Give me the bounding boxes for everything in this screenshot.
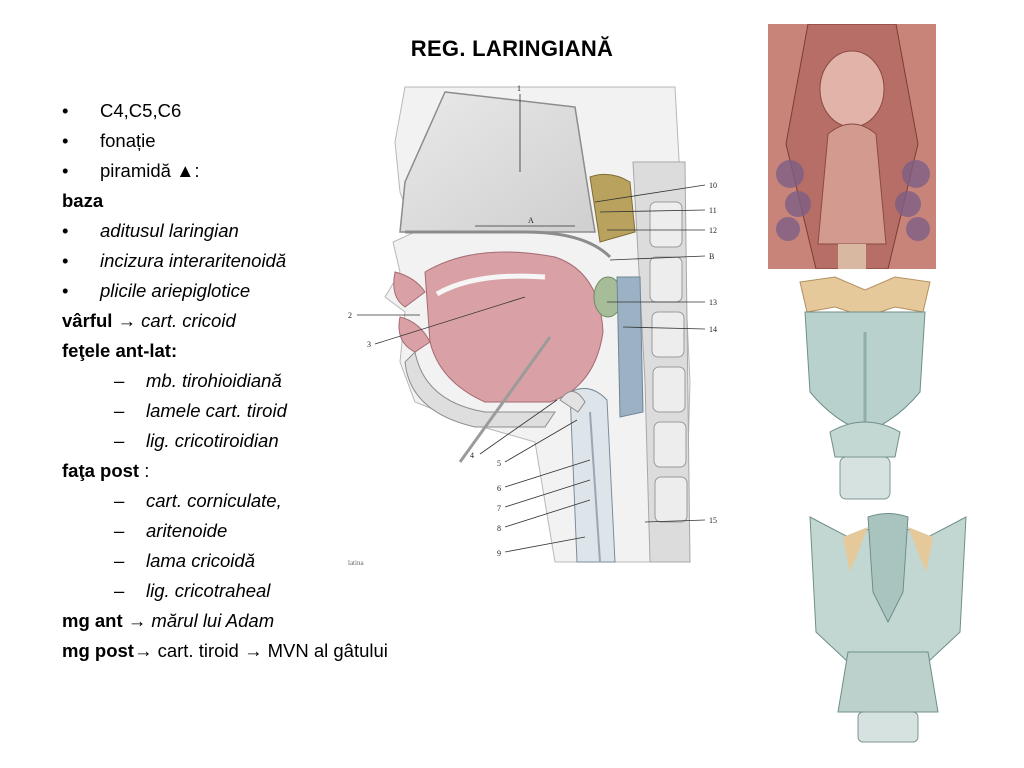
heading-fete-ant-lat: feţele ant-lat: (62, 336, 388, 366)
fata-post-suffix: : (139, 460, 150, 481)
baza-label: baza (62, 190, 104, 211)
bullet-item: • incizura interaritenoidă (62, 246, 388, 276)
figure-label: 2 (348, 311, 352, 320)
figure-label: 7 (497, 504, 501, 513)
text-list: • C4,C5,C6 • fonație • piramidă ▲: baza • ad… (62, 96, 388, 666)
bullet-item: • piramidă ▲: (62, 156, 388, 186)
arrow-icon: → (243, 640, 263, 661)
dash-text: lig. cricotraheal (146, 580, 271, 601)
mg-post-value1: cart. tiroid (157, 640, 239, 661)
bullet-text: fonație (100, 130, 156, 151)
larynx-posterior-photo (768, 24, 936, 269)
mg-post-value2: MVN al gâtului (267, 640, 388, 661)
figure-label: B (709, 252, 714, 261)
mg-ant-label: mg ant (62, 610, 123, 631)
bullet-text: incizura interaritenoidă (100, 250, 287, 271)
heading-fata-post: faţa post : (62, 456, 388, 486)
figure-label: 5 (497, 459, 501, 468)
bullet-glyph: • (62, 280, 69, 301)
figure-label: 4 (470, 451, 474, 460)
figure-label: 1 (517, 84, 521, 93)
dash-text: lig. cricotiroidian (146, 430, 279, 451)
mg-post-line: mg post→ cart. tiroid → MVN al gâtului (62, 636, 388, 666)
figure-label: 15 (709, 516, 717, 525)
bullet-glyph: • (62, 100, 69, 121)
bullet-item: • C4,C5,C6 (62, 96, 388, 126)
dash-text: mb. tirohioidiană (146, 370, 282, 391)
dash-text: aritenoide (146, 520, 228, 541)
bullet-item: • plicile ariepiglotice (62, 276, 388, 306)
bullet-glyph: • (62, 220, 69, 241)
varful-line: vârful → cart. cricoid (62, 306, 388, 336)
varful-value: cart. cricoid (141, 310, 236, 331)
dash-glyph: – (114, 520, 125, 541)
bullet-text: C4,C5,C6 (100, 100, 182, 121)
dash-item: –lig. cricotiroidian (62, 426, 388, 456)
dash-item: –lama cricoidă (62, 546, 388, 576)
dash-item: –aritenoide (62, 516, 388, 546)
figure-label: A (528, 216, 534, 225)
arrow-icon: → (133, 640, 153, 661)
dash-item: –cart. corniculate, (62, 486, 388, 516)
bullet-item: • fonație (62, 126, 388, 156)
arrow-icon: → (127, 610, 147, 631)
varful-label: vârful (62, 310, 113, 331)
bullet-text: plicile ariepiglotice (100, 280, 251, 301)
dash-text: lamele cart. tiroid (146, 400, 287, 421)
dash-text: lama cricoidă (146, 550, 255, 571)
dash-glyph: – (114, 490, 125, 511)
dash-glyph: – (114, 550, 125, 571)
figure-label: 14 (709, 325, 717, 334)
arrow-icon: → (117, 310, 137, 331)
figure-label: 6 (497, 484, 501, 493)
fete-label: feţele ant-lat: (62, 340, 178, 361)
bullet-text: aditusul laringian (100, 220, 239, 241)
figure-credit: latina (348, 559, 364, 567)
dash-glyph: – (114, 400, 125, 421)
laryngeal-cartilage-anterior (799, 276, 931, 500)
dash-item: –lamele cart. tiroid (62, 396, 388, 426)
figure-label: 8 (497, 524, 501, 533)
figure-label: 10 (709, 181, 717, 190)
mg-ant-line: mg ant → mărul lui Adam (62, 606, 388, 636)
mg-post-label: mg post (62, 640, 134, 661)
bullet-item: • aditusul laringian (62, 216, 388, 246)
heading-baza: baza (62, 186, 388, 216)
page-title: REG. LARINGIANĂ (410, 36, 614, 61)
dash-glyph: – (114, 430, 125, 451)
sagittal-section-figure: 1 10 11 12 B A 2 3 13 14 4 5 6 7 8 15 9 … (348, 84, 717, 567)
bullet-text: piramidă ▲: (100, 160, 200, 181)
mg-ant-value: mărul lui Adam (151, 610, 275, 631)
dash-item: –lig. cricotraheal (62, 576, 388, 606)
bullet-glyph: • (62, 250, 69, 271)
figure-label: 11 (709, 206, 717, 215)
figure-label: 12 (709, 226, 717, 235)
dash-glyph: – (114, 580, 125, 601)
bullet-glyph: • (62, 130, 69, 151)
dash-glyph: – (114, 370, 125, 391)
dash-text: cart. corniculate, (146, 490, 282, 511)
figure-label: 13 (709, 298, 717, 307)
figure-label: 3 (367, 340, 371, 349)
figure-label: 9 (497, 549, 501, 558)
dash-item: –mb. tirohioidiană (62, 366, 388, 396)
fata-post-label: faţa post (62, 460, 140, 481)
laryngeal-cartilage-posterior (809, 513, 967, 743)
bullet-glyph: • (62, 160, 69, 181)
